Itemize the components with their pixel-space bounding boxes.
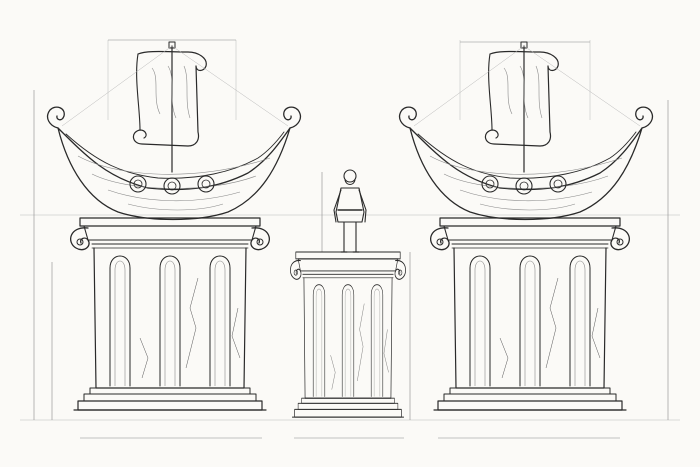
column-icon: [429, 217, 631, 411]
dimension-lines: [33, 39, 669, 439]
ship-icon: [46, 41, 302, 221]
column-icon: [289, 251, 407, 418]
column-icon: [69, 217, 271, 411]
construction-guides: [20, 40, 680, 421]
ship-icon: [398, 41, 654, 221]
person-icon: [333, 169, 367, 253]
